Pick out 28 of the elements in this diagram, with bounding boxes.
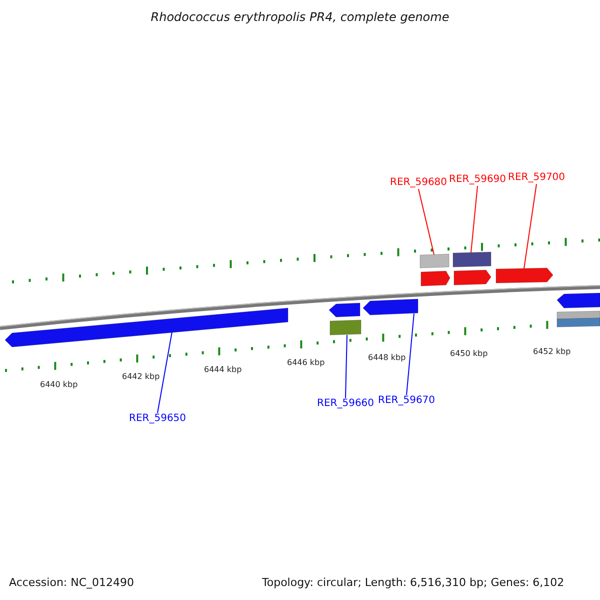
scale-label: 6450 kbp bbox=[450, 349, 488, 358]
gene-label: RER_59650 bbox=[129, 413, 186, 425]
scale-label: 6452 kbp bbox=[533, 347, 571, 356]
scale-label: 6442 kbp bbox=[122, 372, 160, 381]
gene-label: RER_59660 bbox=[317, 398, 374, 410]
gene-label: RER_59690 bbox=[449, 174, 506, 186]
scale-label: 6446 kbp bbox=[287, 358, 325, 367]
gene-feature bbox=[452, 252, 492, 268]
gene-feature bbox=[330, 320, 362, 336]
gene-feature bbox=[4, 308, 288, 348]
gene-label: RER_59680 bbox=[390, 177, 448, 189]
leader-line bbox=[524, 184, 537, 269]
title: Rhodococcus erythropolis PR4, complete genome bbox=[150, 10, 450, 24]
leader-line bbox=[418, 188, 434, 255]
gene-label: RER_59670 bbox=[378, 395, 436, 407]
footer-text: Accession: NC_012490 bbox=[9, 576, 134, 589]
footer-text: Topology: circular; Length: 6,516,310 bp; Genes: 6,102 bbox=[262, 576, 564, 589]
leader-line bbox=[470, 186, 478, 253]
leader-line bbox=[157, 332, 172, 414]
scale-label: 6448 kbp bbox=[368, 353, 406, 362]
gene-feature bbox=[496, 268, 554, 284]
scale-label: 6444 kbp bbox=[204, 365, 242, 374]
gene-feature bbox=[420, 254, 450, 268]
leader-line bbox=[345, 334, 348, 398]
leader-line bbox=[406, 313, 414, 396]
gene-feature bbox=[362, 298, 418, 316]
scale-label: 6440 kbp bbox=[40, 380, 78, 389]
gene-label: RER_59700 bbox=[508, 172, 566, 184]
